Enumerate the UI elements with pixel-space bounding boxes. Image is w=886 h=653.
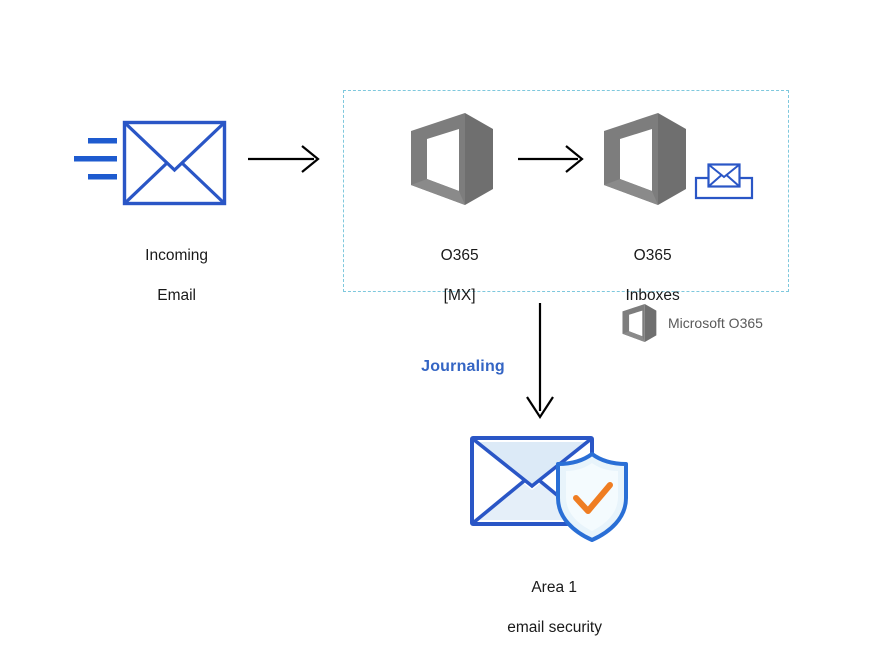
o365-mx-label-line1: O365 (440, 247, 479, 264)
arrow-mx-to-inboxes (518, 142, 588, 176)
arrow-down-icon (526, 303, 554, 420)
incoming-email-node (74, 118, 234, 210)
envelope-shield-check-icon (470, 436, 628, 542)
arrow-inboxes-to-area1 (521, 303, 559, 423)
office-365-logo-icon (604, 113, 686, 205)
arrow-right-icon (248, 145, 320, 173)
o365-mx-node (405, 111, 497, 207)
area1-label: Area 1 email security (466, 558, 626, 653)
legend-label: Microsoft O365 (668, 315, 763, 331)
arrow-right-icon (518, 145, 584, 173)
incoming-email-label-line2: Email (157, 287, 196, 304)
incoming-email-label-line1: Incoming (145, 247, 209, 264)
o365-mx-label-line2: [MX] (443, 287, 476, 304)
area1-label-line2: email security (507, 619, 602, 636)
inbox-tray-envelope-icon (694, 163, 754, 200)
o365-inboxes-label-line1: O365 (633, 247, 672, 264)
office-365-logo-icon (411, 113, 493, 205)
journaling-label: Journaling (421, 358, 505, 375)
o365-inbox-tray-node (694, 160, 754, 202)
legend-o365-icon-wrap (620, 303, 658, 343)
o365-inboxes-node (598, 111, 690, 207)
office-365-logo-icon (622, 304, 657, 342)
o365-inboxes-label-line2: Inboxes (625, 287, 680, 304)
area1-label-line1: Area 1 (531, 579, 578, 596)
envelope-with-motion-lines-icon (74, 120, 227, 206)
incoming-email-label: Incoming Email (88, 226, 248, 326)
area1-node (468, 432, 634, 544)
o365-inboxes-label: O365 Inboxes (564, 226, 724, 326)
o365-boundary-zone (343, 90, 789, 292)
arrow-incoming-to-mx (248, 142, 324, 176)
o365-mx-label: O365 [MX] (371, 226, 531, 326)
